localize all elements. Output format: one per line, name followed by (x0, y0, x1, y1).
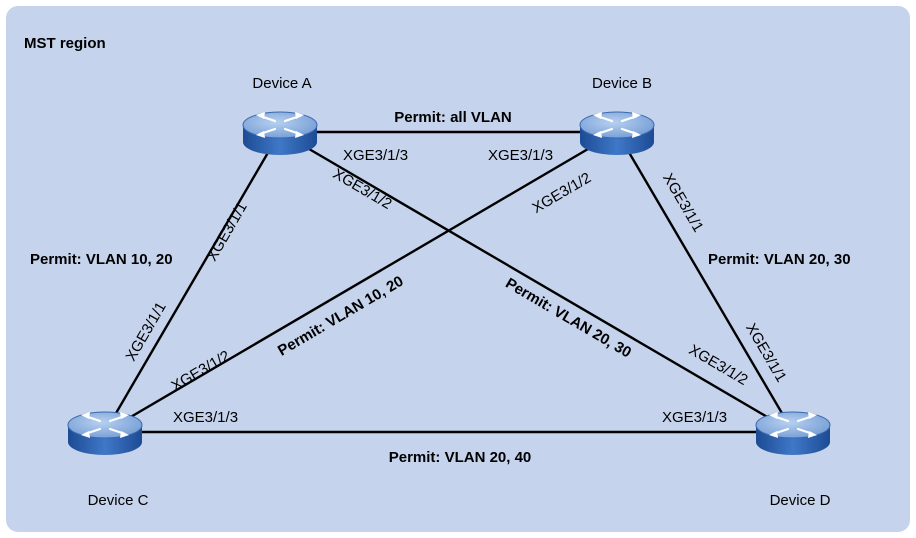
switch-icon (66, 410, 144, 457)
permit-label-a-b: Permit: all VLAN (394, 109, 512, 126)
device-d-label: Device D (770, 492, 831, 509)
port-label-c-d-c: XGE3/1/3 (173, 409, 238, 426)
device-a-label: Device A (252, 75, 311, 92)
port-label-a-b-b: XGE3/1/3 (488, 147, 553, 164)
region-title: MST region (24, 35, 106, 52)
port-label-a-b-a: XGE3/1/3 (343, 147, 408, 164)
mst-region-area (6, 6, 910, 532)
switch-icon (578, 110, 656, 157)
device-b-label: Device B (592, 75, 652, 92)
link-b-c (104, 130, 618, 434)
link-b-d (615, 131, 795, 433)
switch-icon (754, 410, 832, 457)
link-a-d (279, 130, 794, 434)
switch-icon (241, 110, 319, 157)
device-d: Device D (754, 410, 832, 509)
device-c-label: Device C (88, 492, 149, 509)
port-label-c-d-d: XGE3/1/3 (662, 409, 727, 426)
permit-label-c-d: Permit: VLAN 20, 40 (389, 449, 532, 466)
device-a: Device A (241, 75, 319, 157)
permit-label-a-c: Permit: VLAN 10, 20 (30, 251, 173, 268)
link-a-c (103, 131, 282, 433)
permit-label-b-d: Permit: VLAN 20, 30 (708, 251, 851, 268)
device-c: Device C (66, 410, 149, 509)
device-b: Device B (578, 75, 656, 157)
